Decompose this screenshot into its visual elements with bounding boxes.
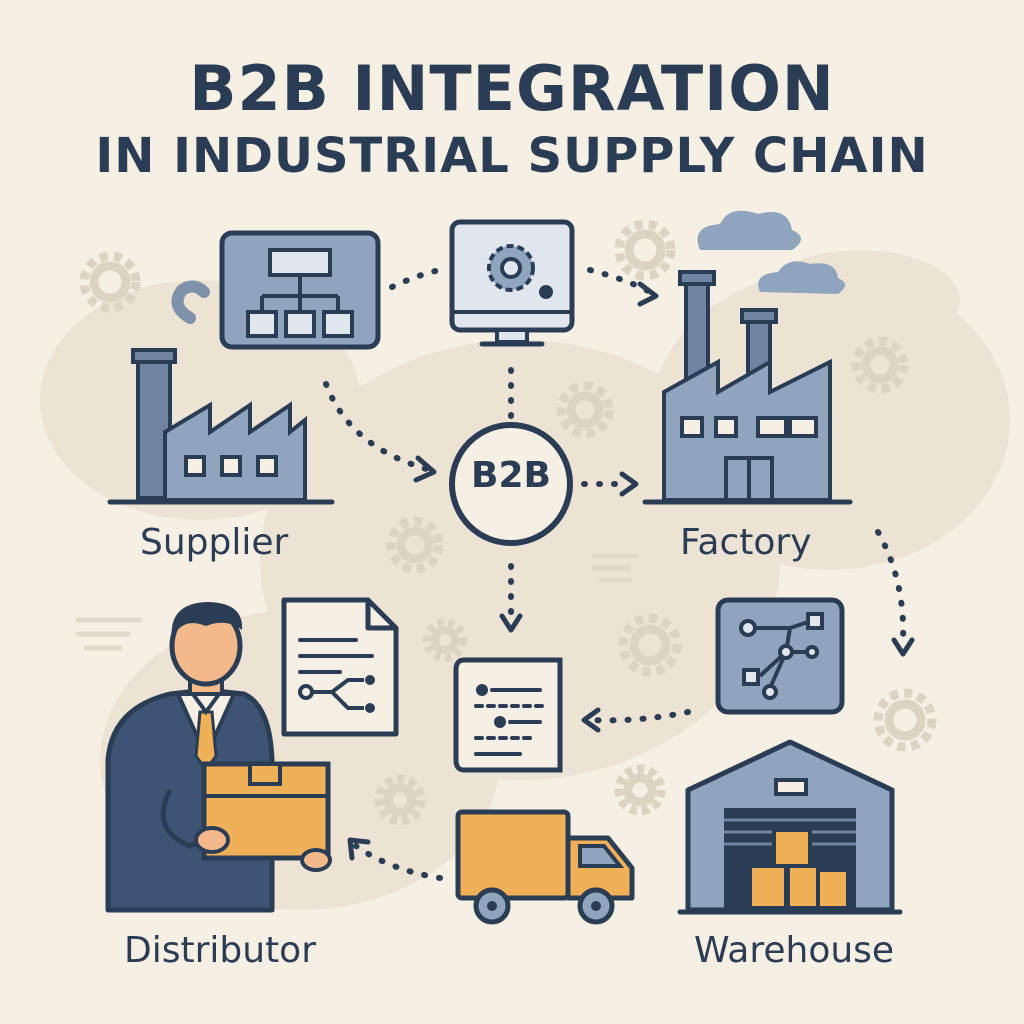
title-line-1: B2B INTEGRATION [189,52,835,125]
warehouse-icon [677,739,903,915]
monitor-gear-icon [449,219,575,347]
gear-icon [423,618,467,662]
gear-icon [614,764,666,816]
gear-icon [851,336,909,394]
gear-icon [618,613,682,677]
data-list-icon [453,657,563,773]
arrow-heads [347,281,915,861]
gear-icon [873,688,937,752]
gear-icon [79,251,141,313]
supplier-factory-icon [107,280,335,505]
supplier-label: Supplier [140,522,289,563]
document-flow-icon [281,597,399,737]
title-line-2: IN INDUSTRIAL SUPPLY CHAIN [95,128,929,184]
truck-icon [455,809,635,925]
factory-icon [642,210,853,505]
gear-icon [374,774,426,826]
network-icon [715,597,845,715]
arrow-orgchart-to-hub [323,381,433,473]
gear-icon [556,381,614,439]
gear-icon [386,516,444,574]
arrow-network-to-list [589,709,691,724]
org-chart-icon [219,230,381,350]
businessman-icon [105,602,332,913]
b2b-hub-label: B2B [471,455,551,496]
warehouse-label: Warehouse [694,930,895,971]
distributor-label: Distributor [124,930,317,971]
gear-icon [614,219,676,281]
arrow-orgchart-to-monitor [389,267,443,290]
arrow-truck-to-distributor [353,843,443,881]
factory-label: Factory [680,522,812,563]
b2b-hub [449,422,573,546]
decorative-lines [75,553,639,651]
